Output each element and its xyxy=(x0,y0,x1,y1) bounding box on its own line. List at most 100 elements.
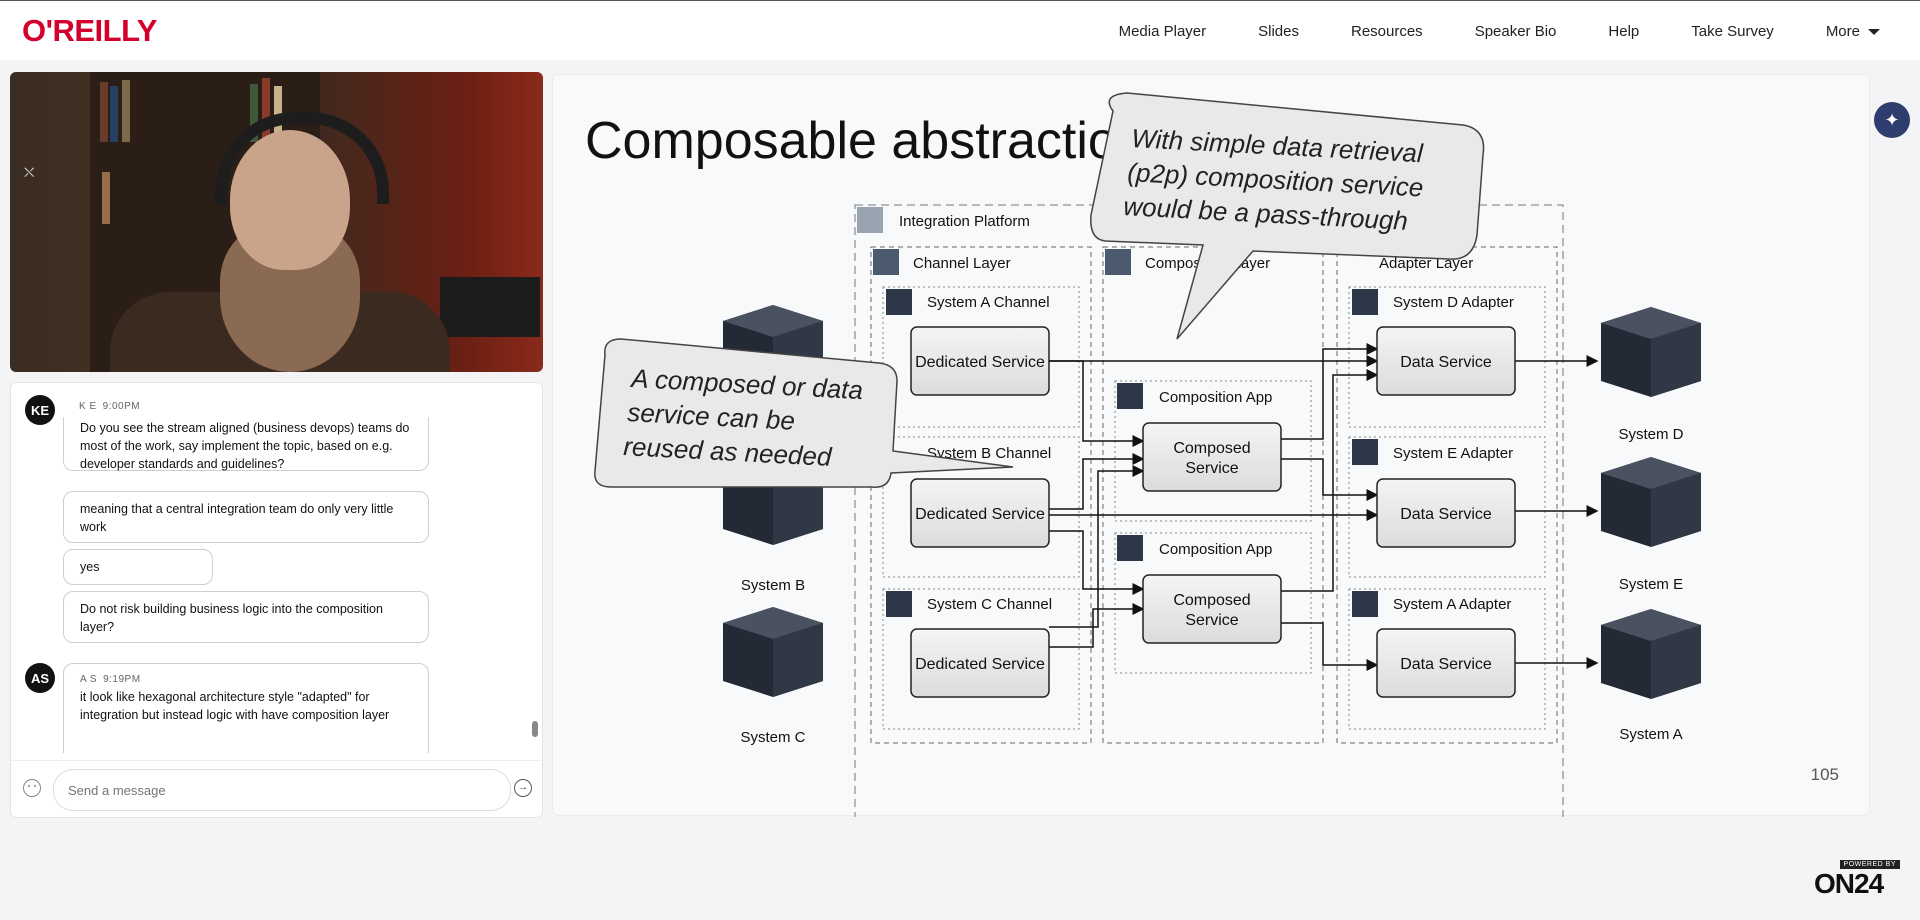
message-author: K E xyxy=(79,401,97,412)
composition-layer-icon xyxy=(1105,249,1131,275)
chat-bubble: Do you see the stream aligned (business … xyxy=(63,417,429,471)
data-service[interactable] xyxy=(1376,478,1516,548)
composition-app-icon xyxy=(1117,383,1143,409)
system-label: System D xyxy=(1618,426,1683,443)
camera-off-icon[interactable]: ⛌ xyxy=(24,164,35,180)
connector xyxy=(1281,343,1379,440)
ai-assistant-icon[interactable]: ✦ xyxy=(1874,102,1910,138)
adapter-icon xyxy=(1352,289,1378,315)
system-cube xyxy=(1601,457,1701,547)
connector xyxy=(1281,458,1379,501)
chevron-down-icon xyxy=(1868,28,1880,35)
channel-box xyxy=(882,436,1080,578)
dedicated-service[interactable] xyxy=(910,478,1050,548)
connectors xyxy=(931,343,1599,671)
nav-media-player[interactable]: Media Player xyxy=(1118,22,1207,40)
nav-help[interactable]: Help xyxy=(1608,22,1640,40)
connector xyxy=(1049,453,1145,510)
message-author: A S xyxy=(80,674,98,685)
channel-icon xyxy=(886,591,912,617)
channel-label: System B Channel xyxy=(927,445,1051,462)
connector xyxy=(1281,622,1379,671)
book xyxy=(262,78,270,142)
nav-more[interactable]: More xyxy=(1826,23,1880,40)
connector xyxy=(1049,530,1145,595)
chat-input-row: → xyxy=(11,760,542,817)
data-service-label: Data Service xyxy=(1400,506,1492,523)
nav-take-survey[interactable]: Take Survey xyxy=(1691,22,1774,40)
book xyxy=(110,86,118,142)
composition-app-box xyxy=(1114,380,1312,522)
chat-panel: KE K E 9:00PM Do you see the stream align… xyxy=(10,382,543,818)
chat-scrollbar[interactable] xyxy=(532,721,538,737)
chat-bubble: yes xyxy=(63,549,213,585)
nav-slides[interactable]: Slides xyxy=(1258,22,1299,40)
system-label: System B xyxy=(741,577,805,594)
composition-app-box xyxy=(1114,532,1312,674)
book xyxy=(250,84,258,142)
adapter-label: System E Adapter xyxy=(1393,445,1513,462)
composed-service-label: Composed xyxy=(1173,440,1250,457)
system-cube xyxy=(723,607,823,697)
nav-speaker-bio[interactable]: Speaker Bio xyxy=(1474,22,1557,40)
send-icon[interactable]: → xyxy=(514,779,532,797)
book xyxy=(100,82,108,142)
speaker-video[interactable]: ⛌ xyxy=(10,72,543,372)
adapter-box xyxy=(1348,588,1546,730)
slide-page-number: 105 xyxy=(1810,765,1839,784)
adapter-box xyxy=(1348,286,1546,428)
system-label: System A xyxy=(1619,726,1682,743)
adapter-label: System D Adapter xyxy=(1393,294,1514,311)
adapter-icon xyxy=(1352,439,1378,465)
book xyxy=(102,172,110,224)
composed-service[interactable] xyxy=(1142,574,1282,644)
book xyxy=(122,80,130,142)
dedicated-service-label: Dedicated Service xyxy=(915,354,1045,371)
data-service[interactable] xyxy=(1376,326,1516,396)
data-service-label: Data Service xyxy=(1400,656,1492,673)
message-meta: K E 9:00PM xyxy=(79,401,140,412)
slide-panel: Composable abstractions Integration Plat… xyxy=(552,74,1870,817)
main-nav: Media Player Slides Resources Speaker Bi… xyxy=(1067,1,1880,61)
system-label: System C xyxy=(740,729,805,746)
channel-label: System A Channel xyxy=(927,294,1050,311)
adapter-box xyxy=(1348,436,1546,578)
channel-layer-box xyxy=(870,246,1092,744)
chat-messages: KE K E 9:00PM Do you see the stream align… xyxy=(11,383,542,753)
emoji-icon[interactable] xyxy=(23,779,41,797)
channel-layer-label: Channel Layer xyxy=(913,255,1011,272)
composed-service-label: Service xyxy=(1185,612,1238,629)
composed-service-label: Service xyxy=(1185,460,1238,477)
on24-logo: POWERED BY ON24 xyxy=(1814,860,1900,899)
dedicated-service[interactable] xyxy=(910,628,1050,698)
callout-left xyxy=(594,338,1014,488)
channel-box xyxy=(882,286,1080,428)
connector xyxy=(1049,465,1145,628)
channel-layer-icon xyxy=(873,249,899,275)
oreilly-logo[interactable]: O'REILLY xyxy=(22,13,157,48)
data-service[interactable] xyxy=(1376,628,1516,698)
connector xyxy=(1049,360,1145,447)
composition-app-label: Composition App xyxy=(1159,541,1272,558)
composition-layer-box xyxy=(1102,246,1324,744)
composition-app-label: Composition App xyxy=(1159,389,1272,406)
system-label: System E xyxy=(1619,576,1683,593)
data-service-label: Data Service xyxy=(1400,354,1492,371)
on24-brand: ON24 xyxy=(1814,868,1884,899)
platform-icon xyxy=(857,207,883,233)
message-input[interactable] xyxy=(53,769,511,811)
message-time: 9:00PM xyxy=(102,401,141,412)
composition-app-icon xyxy=(1117,535,1143,561)
adapter-label: System A Adapter xyxy=(1393,596,1511,613)
chat-bubble: meaning that a central integration team … xyxy=(63,491,429,543)
nav-resources[interactable]: Resources xyxy=(1350,22,1423,40)
slide-title: Composable abstractions xyxy=(585,112,1172,170)
channel-box xyxy=(882,588,1080,730)
callout-top xyxy=(1090,92,1485,340)
composed-service[interactable] xyxy=(1142,422,1282,492)
dedicated-service[interactable] xyxy=(910,326,1050,396)
avatar: KE xyxy=(25,395,55,425)
channel-label: System C Channel xyxy=(927,596,1052,613)
